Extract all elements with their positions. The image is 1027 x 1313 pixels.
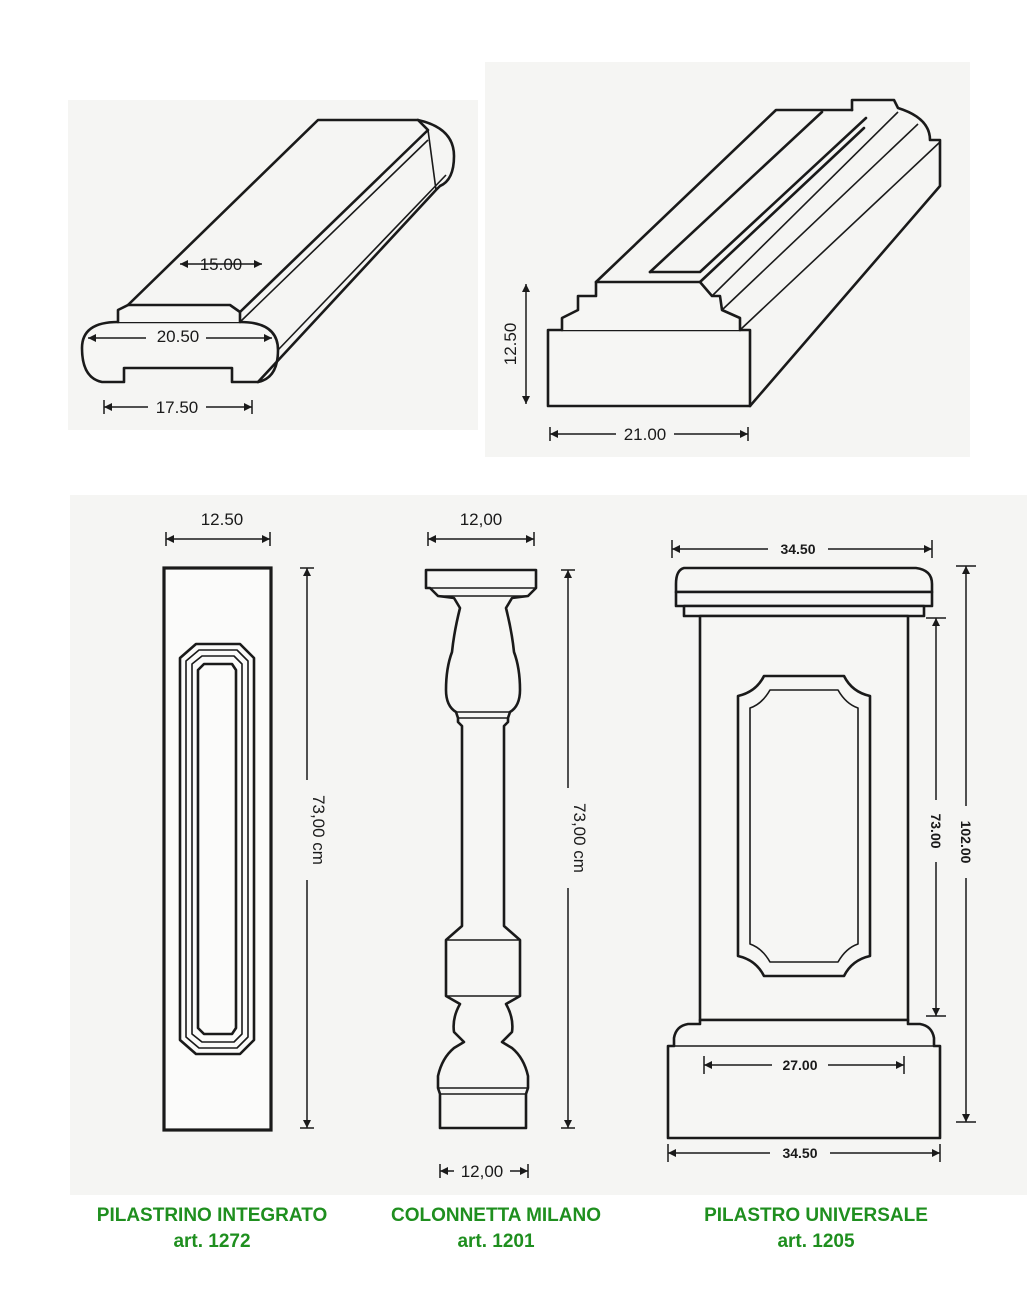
product-code: art. 1201 <box>457 1231 535 1252</box>
dim-bg <box>454 1161 510 1181</box>
panel-top-left <box>68 100 478 430</box>
dim-bg <box>148 397 206 417</box>
dim-bg <box>557 788 579 888</box>
dim-text-12-base: 12,00 <box>461 1162 504 1181</box>
dim-bg <box>926 800 946 862</box>
product-code: art. 1205 <box>777 1231 855 1252</box>
pilastrino-drawing <box>162 566 273 1132</box>
dim-text-73-colonnetta: 73,00 cm <box>570 803 589 873</box>
dim-text-21: 21.00 <box>624 425 667 444</box>
dim-text-73-pilastrino: 73,00 cm <box>309 795 328 865</box>
dim-text-12-50: 12.50 <box>501 323 520 366</box>
dim-text-34-50-top: 34.50 <box>780 541 815 557</box>
dim-beam-height <box>522 284 530 404</box>
dim-bg <box>616 424 674 444</box>
caption-pilastro: PILASTRO UNIVERSALE art. 1205 <box>666 1203 966 1255</box>
product-name: COLONNETTA MILANO <box>390 1205 602 1226</box>
dim-text-27: 27.00 <box>782 1057 817 1073</box>
product-name: PILASTRINO INTEGRATO <box>96 1205 328 1226</box>
product-name: PILASTRO UNIVERSALE <box>704 1205 928 1226</box>
dim-text-34-50-base: 34.50 <box>782 1145 817 1161</box>
dim-colonnetta-top <box>427 532 535 546</box>
dim-text-15: 15.00 <box>200 255 243 274</box>
dim-bg <box>296 780 318 880</box>
dim-text-12-top: 12,00 <box>460 510 503 529</box>
dim-text-12-50-pilastrino: 12.50 <box>201 510 244 529</box>
dim-bg <box>768 539 828 559</box>
dim-coping-top <box>180 260 262 268</box>
dim-pilastrino-width <box>165 532 271 546</box>
dim-text-20-50: 20.50 <box>157 327 200 346</box>
product-code: art. 1272 <box>173 1231 251 1252</box>
dim-text-73-pilastro: 73.00 <box>928 813 944 848</box>
pilastro-drawing <box>666 566 942 1140</box>
dim-text-17-50: 17.50 <box>156 398 199 417</box>
dim-text-102: 102.00 <box>958 821 974 864</box>
dim-bg <box>770 1143 830 1163</box>
colonnetta-drawing <box>424 568 538 1130</box>
caption-colonnetta: COLONNETTA MILANO art. 1201 <box>346 1203 646 1255</box>
coping-drawing <box>80 118 456 384</box>
beam-drawing <box>546 98 942 408</box>
dim-bg <box>956 806 976 878</box>
dim-bg <box>146 324 206 344</box>
dim-bg <box>772 1055 828 1075</box>
caption-pilastrino: PILASTRINO INTEGRATO art. 1272 <box>62 1203 362 1255</box>
